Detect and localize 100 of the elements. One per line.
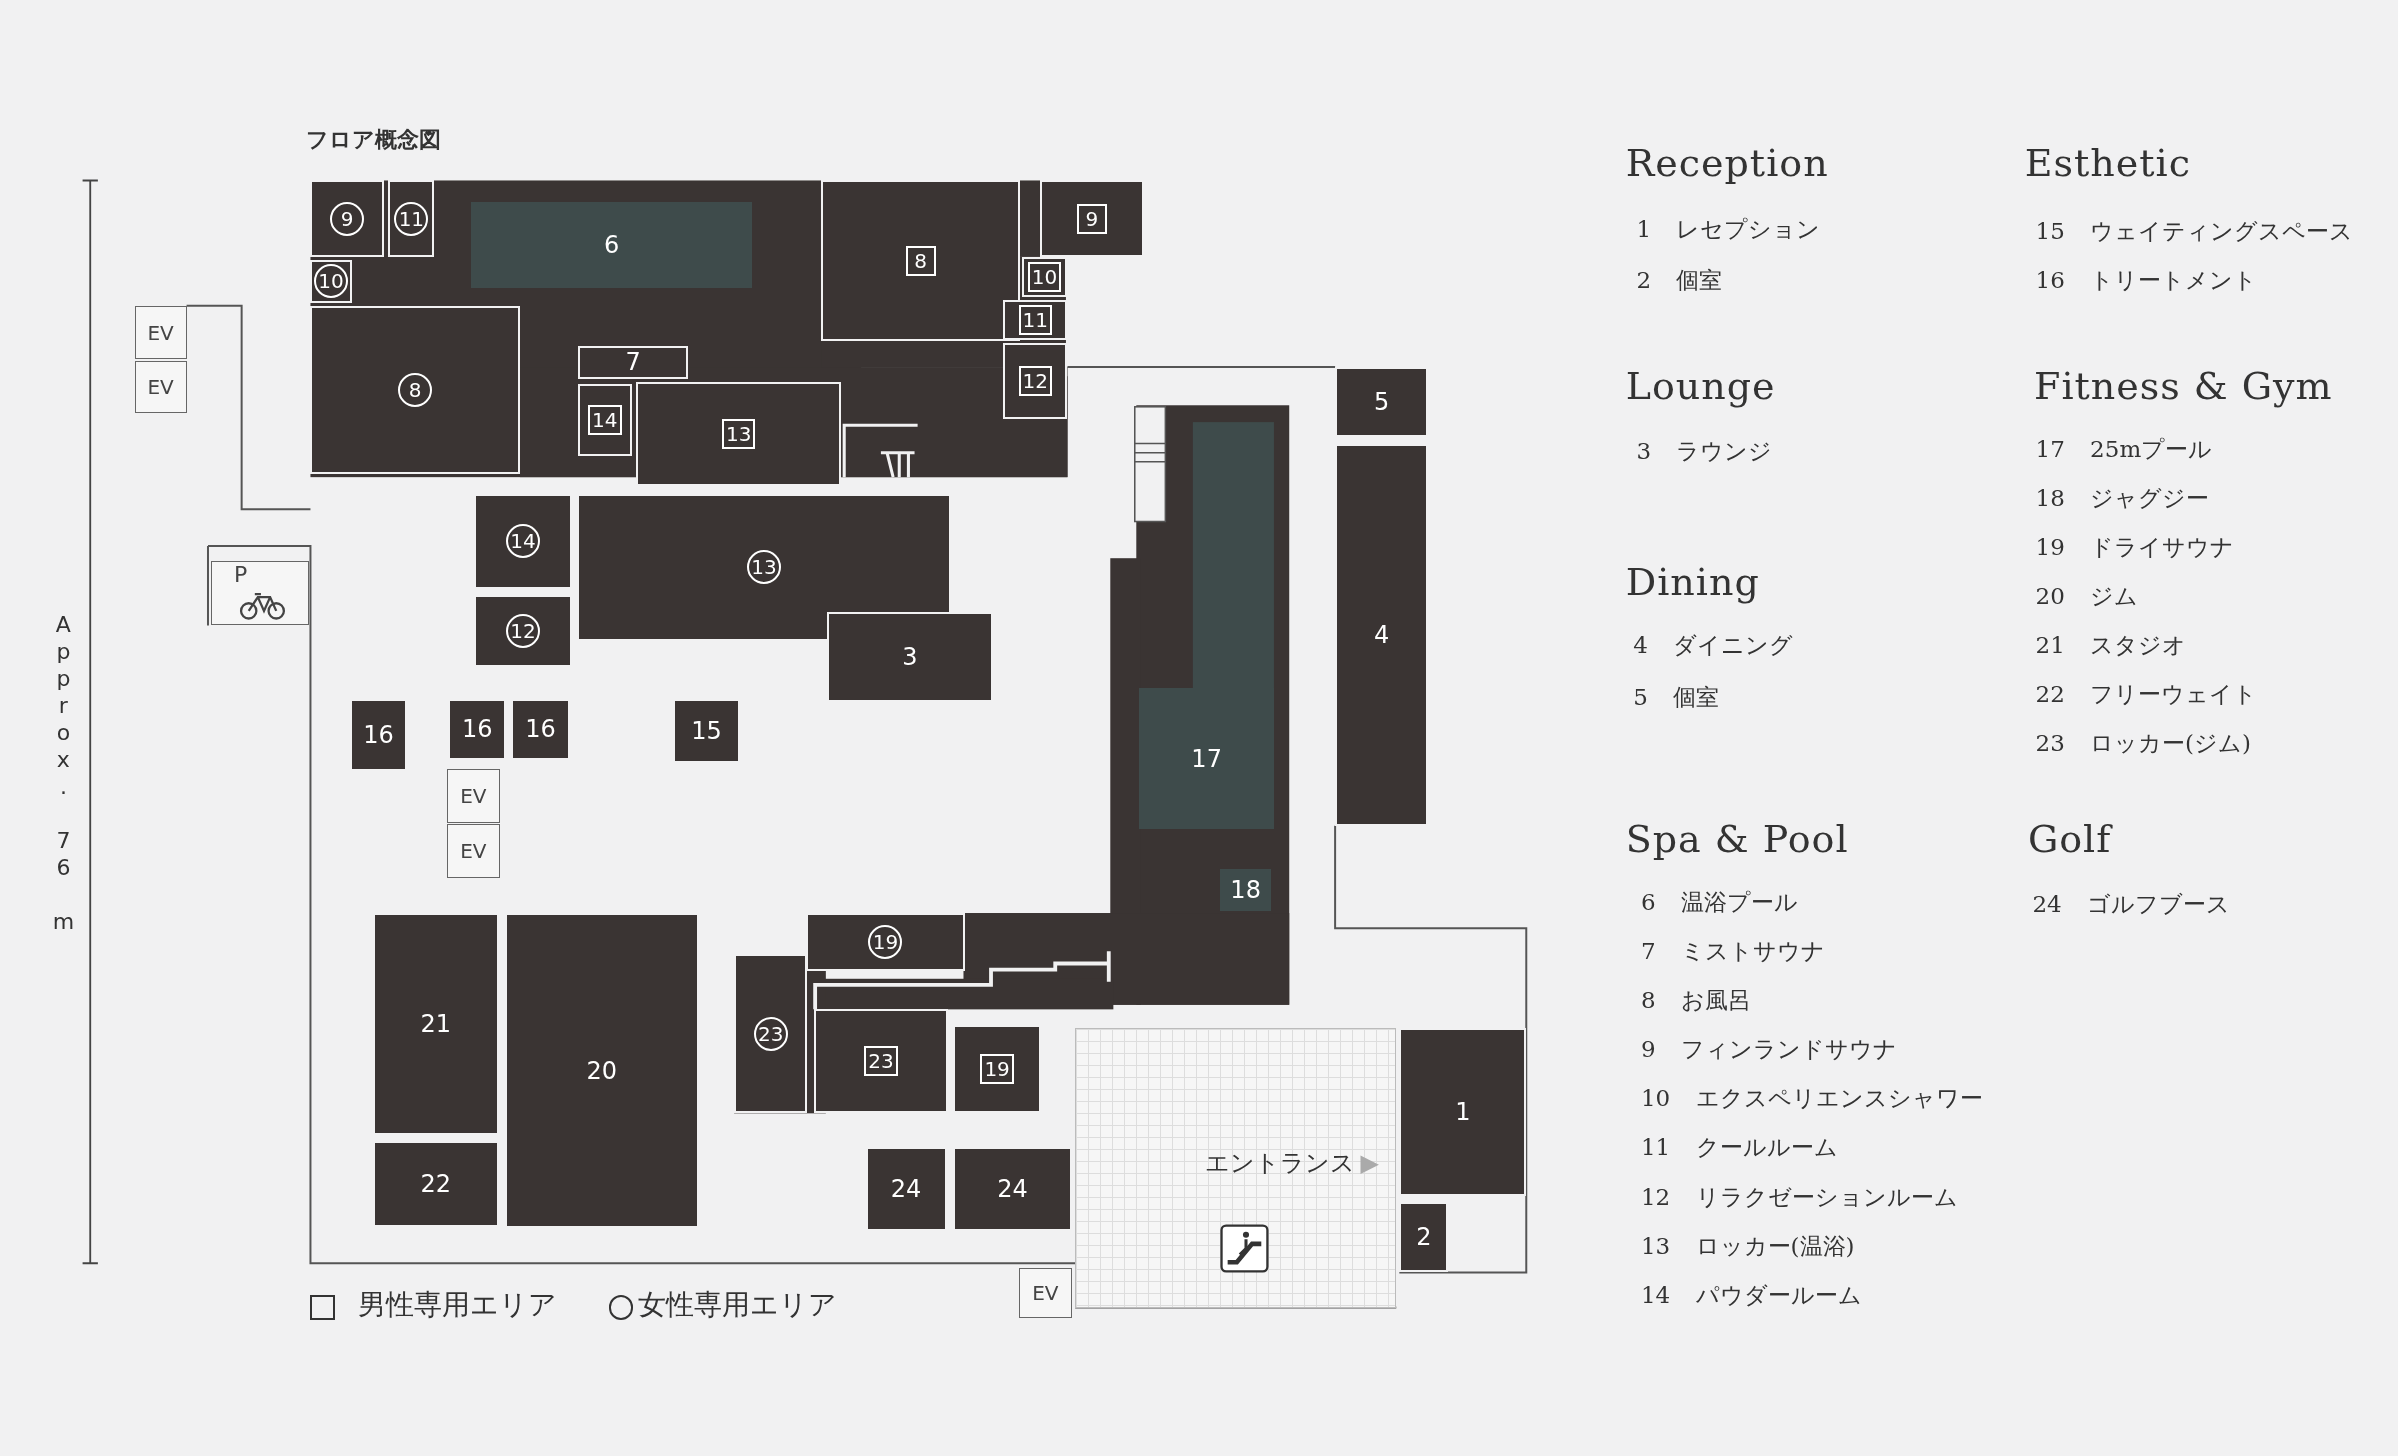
pool-area [471,201,753,288]
room-number: 22 [420,1171,452,1196]
room-list-item: 3 ラウンジ [1636,436,1773,466]
room-number: 3 [902,644,918,669]
room-number: 4 [1374,622,1390,647]
room-block [636,382,842,487]
room-block [510,698,571,761]
room-block [474,594,572,667]
room-number: 8 [905,245,936,276]
room-block [350,698,407,771]
room-number: 10 [1027,261,1062,292]
room-number: 23 [864,1046,898,1077]
room-list-item: 11 クールルーム [1640,1133,1838,1163]
section-heading: Lounge [1625,363,1776,408]
elevator-box [446,769,501,823]
room-block [1003,299,1068,340]
room-block [310,180,384,257]
elevator-box [134,305,187,360]
room-number: 5 [1374,390,1390,415]
room-number: 2 [1416,1225,1432,1250]
elevator-label: EV [147,376,174,397]
room-number: 12 [1018,365,1053,396]
room-number: 7 [625,350,641,375]
room-block [1399,1202,1449,1273]
section-heading: Reception [1625,140,1829,185]
parking-box [211,561,309,626]
room-list-item: 13 ロッカー(温浴) [1640,1231,1855,1261]
room-number: 16 [525,717,556,742]
room-block [576,493,952,641]
room-list-item: 23 ロッカー(ジム) [2035,728,2252,758]
room-list-item: 6 温浴プール [1640,888,1798,917]
room-number: 19 [980,1054,1014,1084]
room-list-item: 21 スタジオ [2035,631,2187,661]
room-block [672,698,741,764]
room-list-item: 5 個室 [1633,683,1720,713]
room-list-item: 4 ダイニング [1633,631,1794,661]
room-block [1003,342,1068,419]
room-list-item: 20 ジム [2035,582,2139,612]
room-block [1039,180,1144,257]
room-block [813,1009,949,1114]
section-heading: Esthetic [2024,140,2191,185]
pool-area [1220,868,1271,912]
room-number: 13 [746,550,781,585]
room-block [310,305,520,475]
elevator-label: EV [460,786,487,806]
room-block [373,1140,499,1227]
room-number: 12 [506,613,541,648]
room-number: 24 [997,1177,1028,1202]
room-block [448,698,507,761]
room-number: 15 [691,719,722,743]
room-block [1021,256,1068,297]
diagram-title: フロア概念図 [305,125,441,155]
elevator-box [134,360,187,413]
room-list-item: 2 個室 [1636,265,1723,295]
room-number: 9 [330,201,365,236]
room-number: 13 [721,419,756,450]
room-number: 11 [394,201,429,236]
room-number: 23 [753,1016,788,1051]
room-number: 11 [1018,304,1053,335]
section-heading: Dining [1625,559,1760,604]
section-heading: Fitness & Gym [2034,363,2333,408]
room-block [1399,1027,1527,1196]
room-list-item: 1 レセプション [1636,215,1821,245]
room-list-item: 12 リラクゼーションルーム [1640,1182,1958,1212]
room-list-item: 15 ウェイティングスペース [2035,216,2354,246]
room-list-item: 9 フィンランドサウナ [1640,1035,1897,1065]
room-block [805,913,965,972]
room-list-item: 16 トリートメント [2035,265,2258,295]
room-number: 21 [420,1011,452,1036]
room-list-item: 7 ミストサウナ [1640,937,1825,967]
pool-area [1139,688,1274,829]
room-list-item: 14 パウダールーム [1640,1280,1862,1310]
room-number: 10 [314,264,349,299]
room-list-item: 17 25mプール [2035,435,2213,465]
room-block [1335,367,1429,438]
parking-label: P [234,564,248,587]
room-number: 19 [868,925,903,960]
section-heading: Golf [2027,816,2112,861]
room-number: 24 [890,1177,922,1202]
room-block [865,1147,947,1232]
room-number: 17 [1191,746,1222,771]
room-block [474,493,572,589]
room-list-item: 10 エクスペリエンスシャワー [1640,1084,1983,1114]
room-number: 20 [586,1058,618,1083]
room-block [952,1147,1073,1232]
room-list-item: 8 お風呂 [1640,986,1751,1016]
elevator-box [446,824,501,878]
room-list-item: 22 フリーウェイト [2035,680,2258,709]
room-number: 1 [1455,1099,1471,1124]
elevator-box [1018,1267,1073,1319]
room-block [734,954,808,1114]
room-number: 18 [1230,878,1261,903]
room-block [578,345,689,380]
room-list-item: 19 ドライサウナ [2035,533,2235,563]
room-number: 16 [363,722,394,747]
room-number: 6 [604,232,620,257]
elevator-label: EV [460,841,487,862]
room-number: 14 [506,524,541,559]
room-block [821,180,1021,342]
room-list-item: 24 ゴルフブース [2032,889,2231,919]
